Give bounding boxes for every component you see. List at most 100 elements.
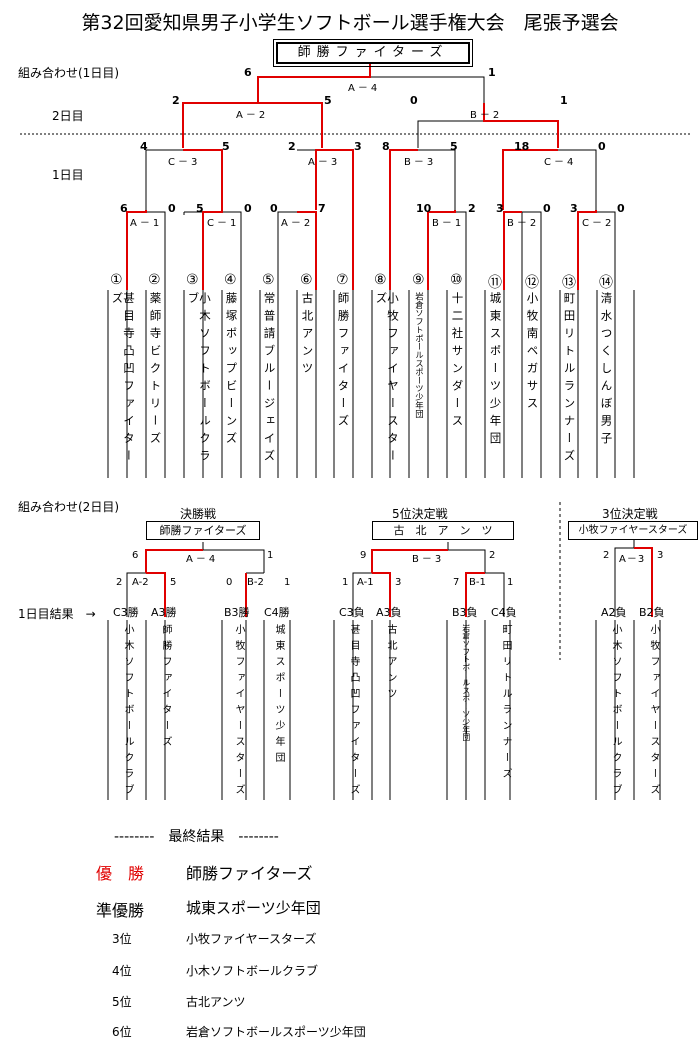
final-winner-box: 師勝ファイターズ: [146, 521, 260, 540]
team-number: ⑨: [412, 272, 425, 288]
match-label-a2top: A－2: [236, 110, 269, 121]
day2-header: 組み合わせ(2日目): [18, 500, 119, 514]
day1-round-label: 1日目: [52, 168, 84, 182]
team-name: 常普請ブルージェイズ: [262, 292, 277, 467]
team-name: 甚目寺凸凹ファイターズ: [110, 292, 137, 467]
fifth-title: 5位決定戦: [392, 507, 448, 521]
team-name: 薬師寺ビクトリーズ: [148, 292, 163, 450]
result-place: 準優勝: [96, 901, 145, 920]
team-number: ⑤: [262, 272, 275, 288]
score-b1-left: 10: [416, 202, 432, 215]
score-a4-right: 1: [488, 66, 496, 79]
team-name: 小牧ファイヤースターズ: [374, 292, 401, 467]
d2-score-a1-right: 3: [395, 577, 402, 588]
score-a2-right: 7: [318, 202, 326, 215]
seed-label: B3勝: [224, 606, 250, 619]
d2-score-a1-left: 1: [342, 577, 349, 588]
match-label-a3: A－3: [308, 157, 341, 168]
d2-score-b1-right: 1: [507, 577, 514, 588]
team-name: 清水つくしんぼ男子: [599, 292, 614, 450]
day1-result-label: 1日目結果 →: [18, 607, 96, 621]
third-winner-box: 小牧ファイヤースターズ: [568, 521, 698, 540]
score-b3-right: 5: [450, 140, 458, 153]
team-name: 城東スポーツ少年団: [273, 624, 284, 768]
d2-match-label-a2: A-2: [132, 577, 149, 588]
day1-header: 組み合わせ(1日目): [18, 66, 119, 80]
result-team: 師勝ファイターズ: [186, 864, 313, 883]
score-b3-left: 8: [382, 140, 390, 153]
match-label-b2: B－2: [507, 218, 540, 229]
score-c2-left: 3: [570, 202, 578, 215]
seed-label: C4負: [491, 606, 517, 619]
team-name: 町田リトルランナーズ: [500, 624, 511, 784]
score-a2-left: 0: [270, 202, 278, 215]
third-title: 3位決定戦: [602, 507, 658, 521]
team-number: ③: [186, 272, 199, 288]
d2-score-a4-left: 6: [132, 550, 139, 561]
score-a3-right: 3: [354, 140, 362, 153]
final-results-header: -------- 最終結果 --------: [114, 829, 279, 845]
d2-score-a4-right: 1: [267, 550, 274, 561]
team-number: ①: [110, 272, 123, 288]
result-place: 優 勝: [96, 864, 145, 883]
match-label-a2: A－2: [281, 218, 314, 229]
d2-score-b2-left: 0: [226, 577, 233, 588]
d2-score-a3-left: 2: [603, 550, 610, 561]
score-b2top-right: 1: [560, 94, 568, 107]
result-team: 古北アンツ: [186, 995, 246, 1009]
team-name: 町田リトルランナーズ: [562, 292, 577, 467]
seed-label: A3勝: [151, 606, 177, 619]
score-c1-left: 5: [196, 202, 204, 215]
score-b1-right: 2: [468, 202, 476, 215]
result-place: 6位: [112, 1025, 132, 1039]
team-name: 古北アンツ: [300, 292, 315, 380]
result-team: 小牧ファイヤースターズ: [186, 932, 317, 946]
team-number: ⑦: [336, 272, 349, 288]
result-team: 小木ソフトボールクラブ: [186, 964, 319, 978]
team-name: 古北アンツ: [385, 624, 396, 704]
d2-score-b3-left: 9: [360, 550, 367, 561]
d2-match-label-a1: A-1: [357, 577, 374, 588]
match-label-c2: C－2: [582, 218, 615, 229]
final-title: 決勝戦: [180, 507, 217, 521]
score-c4-right: 0: [598, 140, 606, 153]
match-label-b3: B－3: [404, 157, 437, 168]
score-a3-left: 2: [288, 140, 296, 153]
d2-score-a2-left: 2: [116, 577, 123, 588]
seed-label: C3勝: [113, 606, 139, 619]
d2-score-b3-right: 2: [489, 550, 496, 561]
result-place: 4位: [112, 964, 132, 978]
team-name: 小牧ファイヤースターズ: [233, 624, 244, 800]
team-name: 岩倉ソフトボールスポーツ少年団: [414, 292, 425, 418]
match-label-a1: A－1: [130, 218, 163, 229]
team-name: 小木ソフトボールクラブ: [186, 292, 213, 467]
score-a2top-right: 5: [324, 94, 332, 107]
result-team: 城東スポーツ少年団: [186, 899, 321, 917]
fifth-winner-box: 古 北 ア ン ツ: [372, 521, 514, 540]
team-number: ②: [148, 272, 161, 288]
score-c4-left: 18: [514, 140, 530, 153]
team-name: 小牧南ペガサス: [525, 292, 540, 415]
team-number: ⑪: [488, 275, 502, 291]
match-label-b1: B－1: [432, 218, 465, 229]
team-number: ④: [224, 272, 237, 288]
team-number: ⑫: [525, 275, 539, 291]
page-title: 第32回愛知県男子小学生ソフトボール選手権大会 尾張予選会: [81, 12, 619, 34]
team-name: 藤塚ポップビーンズ: [224, 292, 239, 450]
score-c3-right: 5: [222, 140, 230, 153]
team-name: 師勝ファイターズ: [336, 292, 351, 432]
seed-label: C4勝: [264, 606, 290, 619]
match-label-b2top: B－2: [470, 110, 503, 121]
result-team: 岩倉ソフトボールスポーツ少年団: [186, 1025, 366, 1039]
team-number: ⑩: [450, 272, 463, 288]
score-a4-left: 6: [244, 66, 252, 79]
score-c3-left: 4: [140, 140, 148, 153]
d2-match-label-b2: B-2: [247, 577, 264, 588]
seed-label: A3負: [376, 606, 402, 619]
result-place: 5位: [112, 995, 132, 1009]
day2-round-label: 2日目: [52, 109, 84, 123]
score-a1-left: 6: [120, 202, 128, 215]
day1-winner-box: 師勝ファイターズ: [273, 39, 473, 67]
d2-score-a3-right: 3: [657, 550, 664, 561]
